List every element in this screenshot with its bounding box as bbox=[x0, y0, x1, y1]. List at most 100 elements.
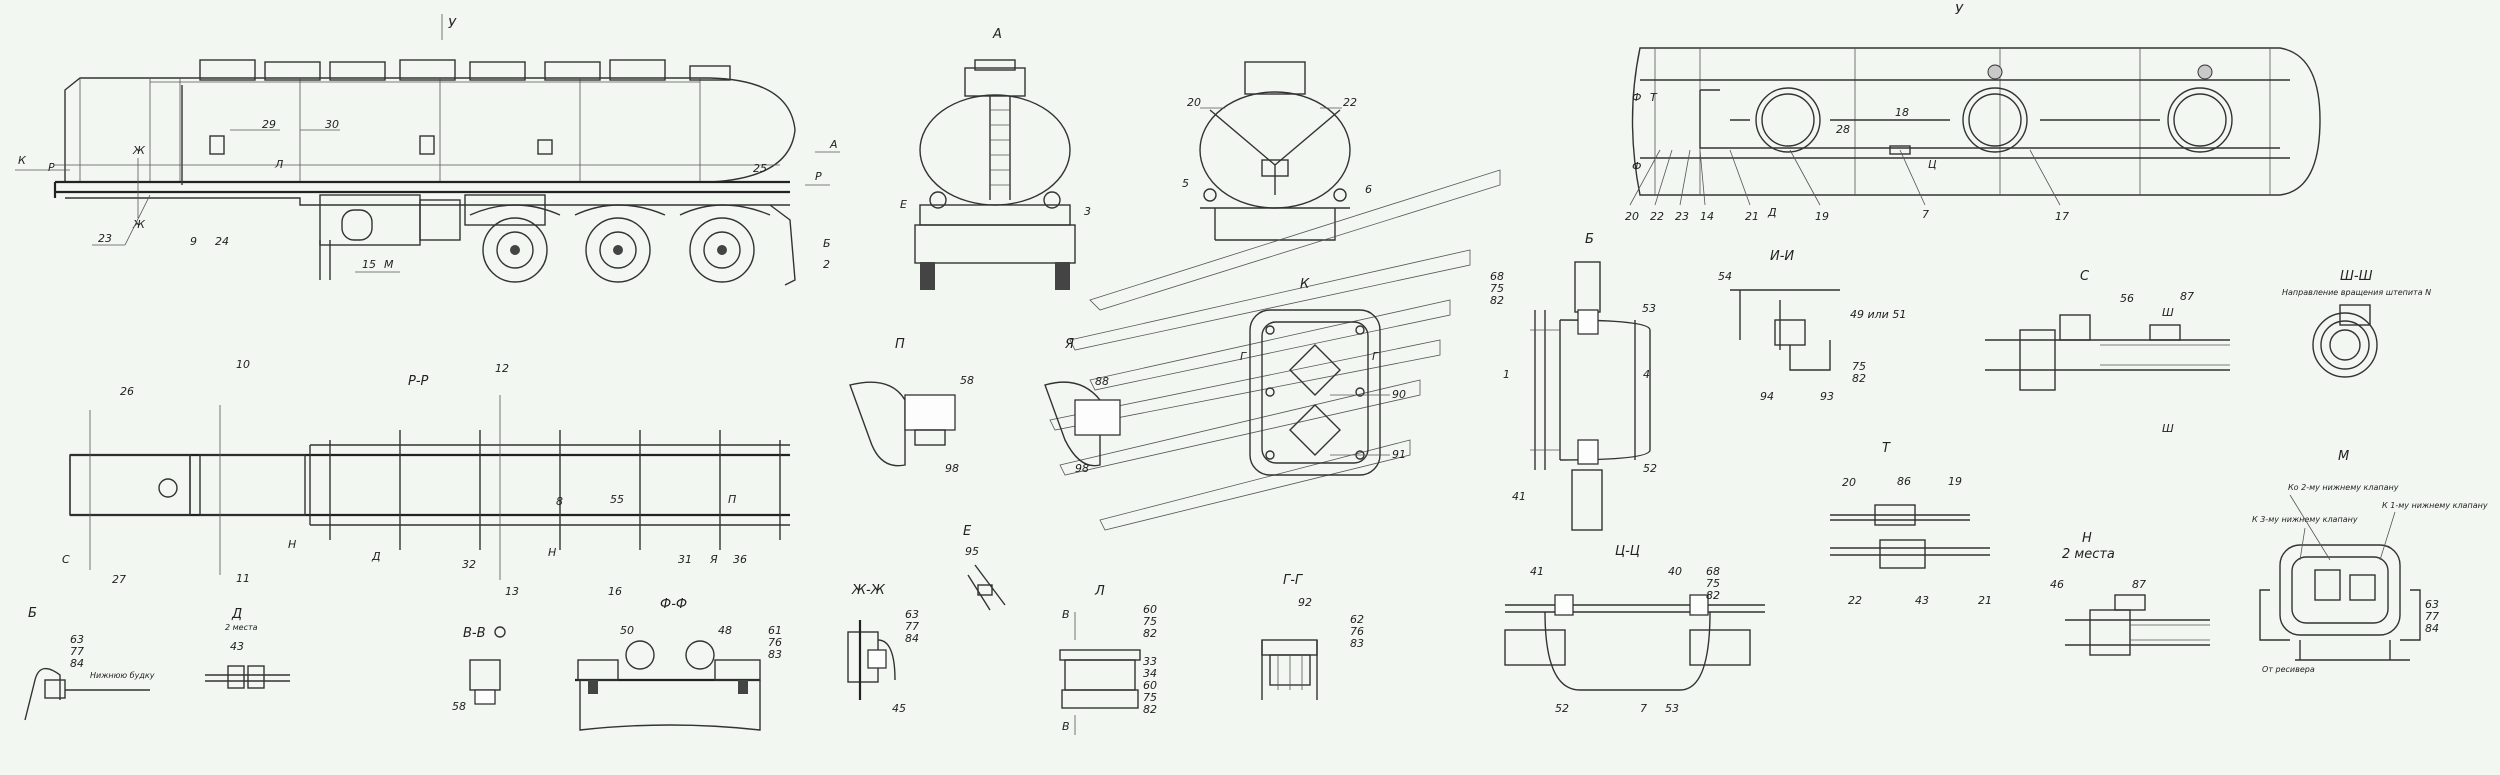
callout: 49 или 51 bbox=[1850, 308, 1906, 321]
callout: 83 bbox=[768, 648, 782, 661]
callout: 20 bbox=[1625, 210, 1639, 223]
view-shsh: Ш-Ш Направление вращения штепита N bbox=[2282, 269, 2431, 378]
view-title-ii: И-И bbox=[1770, 249, 1794, 264]
view-title-tsts: Ц-Ц bbox=[1615, 544, 1640, 559]
callout: 84 bbox=[2425, 622, 2439, 635]
view-ya-k: Я 88 98 К Г Г 90 91 bbox=[1044, 169, 1501, 531]
callout: 21 bbox=[1978, 594, 1992, 607]
callout: 43 bbox=[230, 640, 244, 653]
view-l: Л В 60 75 82 33 34 60 75 82 В bbox=[1059, 584, 1157, 735]
callout: 9 bbox=[190, 235, 197, 248]
callout: 17 bbox=[2055, 210, 2069, 223]
callout: Ф bbox=[1632, 91, 1641, 104]
callout: 20 bbox=[1842, 476, 1856, 489]
callout: 95 bbox=[965, 545, 979, 558]
callout: 88 bbox=[1095, 375, 1109, 388]
callout: 75 bbox=[1143, 691, 1157, 704]
callout: 82 bbox=[1852, 372, 1866, 385]
callout: 32 bbox=[462, 558, 476, 571]
callout: 58 bbox=[960, 374, 974, 387]
callout: 93 bbox=[1820, 390, 1834, 403]
callout: 27 bbox=[112, 573, 126, 586]
view-n: Н 2 места 46 87 bbox=[2050, 531, 2210, 656]
callout: 82 bbox=[1143, 627, 1157, 640]
view-e: Е 95 bbox=[963, 524, 1006, 611]
callout: 23 bbox=[1675, 210, 1689, 223]
callout: Г bbox=[1372, 350, 1379, 363]
view-title-shsh: Ш-Ш bbox=[2340, 269, 2373, 284]
view-n-sub: 2 места bbox=[2062, 547, 2115, 562]
callout: 10 bbox=[236, 358, 250, 371]
callout: 84 bbox=[70, 657, 84, 670]
view-title-u2: У bbox=[1955, 3, 1964, 18]
callout: 87 bbox=[2180, 290, 2194, 303]
callout: 83 bbox=[1350, 637, 1364, 650]
callout: 48 bbox=[718, 624, 732, 637]
callout: Л bbox=[274, 158, 283, 171]
callout: Д bbox=[1767, 206, 1777, 219]
callout: 8 bbox=[556, 495, 563, 508]
callout: 60 bbox=[1143, 603, 1157, 616]
view-title-l: Л bbox=[1094, 584, 1105, 599]
view-title-gg: Г-Г bbox=[1283, 573, 1304, 588]
callout: 77 bbox=[2425, 610, 2439, 623]
callout: 53 bbox=[1665, 702, 1679, 715]
callout: 13 bbox=[505, 585, 519, 598]
callout: 68 bbox=[1706, 565, 1720, 578]
callout: 22 bbox=[1343, 96, 1357, 109]
view-p: П 58 98 bbox=[849, 337, 974, 475]
callout: М bbox=[384, 258, 394, 271]
view-title-m: М bbox=[2338, 449, 2349, 464]
callout: 29 bbox=[262, 118, 276, 131]
view-title-pp: Р-Р bbox=[408, 374, 429, 389]
callout: 16 bbox=[608, 585, 622, 598]
view-title-b2: Б bbox=[28, 606, 37, 621]
callout: 22 bbox=[1650, 210, 1664, 223]
callout: 54 bbox=[1718, 270, 1732, 283]
callout: 11 bbox=[236, 572, 250, 585]
callout: Н bbox=[548, 546, 556, 559]
callout: 6 bbox=[1365, 183, 1372, 196]
view-ii: И-И 54 49 или 51 75 82 94 93 bbox=[1718, 249, 1906, 403]
callout: 77 bbox=[70, 645, 84, 658]
callout: Р bbox=[815, 170, 822, 183]
callout: 24 bbox=[215, 235, 229, 248]
callout: 75 bbox=[1706, 577, 1720, 590]
callout: Д bbox=[371, 550, 381, 563]
callout: 34 bbox=[1143, 667, 1157, 680]
callout: 12 bbox=[495, 362, 509, 375]
callout: Ш bbox=[2162, 422, 2174, 435]
tank-body bbox=[64, 77, 796, 183]
callout: В bbox=[1062, 720, 1070, 733]
view-b: Б 68 75 82 53 1 4 52 41 bbox=[1490, 232, 1657, 531]
callout: 92 bbox=[1298, 596, 1312, 609]
callout: 53 bbox=[1642, 302, 1656, 315]
callout: 23 bbox=[98, 232, 112, 245]
view-title-k: К bbox=[1300, 277, 1310, 292]
view-title-d: Д bbox=[231, 607, 242, 622]
view-s: С 56 87 Ш Ш bbox=[1985, 269, 2230, 435]
callout: 43 bbox=[1915, 594, 1929, 607]
callout: 63 bbox=[905, 608, 919, 621]
view-title-ff: Ф-Ф bbox=[660, 597, 687, 612]
view-u: У Ф Т Ф 18 28 Ц 20 22 23 14 21 Д 19 7 17 bbox=[1625, 3, 2321, 223]
view-a-section: 20 22 5 6 bbox=[1182, 61, 1372, 241]
m-note4: От ресивера bbox=[2262, 665, 2315, 674]
callout: 82 bbox=[1706, 589, 1720, 602]
callout: 52 bbox=[1555, 702, 1569, 715]
callout: 82 bbox=[1490, 294, 1504, 307]
callout: 55 bbox=[610, 493, 624, 506]
callout: Т bbox=[1650, 91, 1658, 104]
view-title-a: А bbox=[992, 27, 1002, 42]
callout: 82 bbox=[1143, 703, 1157, 716]
callout: 56 bbox=[2120, 292, 2134, 305]
callout: 7 bbox=[1640, 702, 1647, 715]
callout: 52 bbox=[1643, 462, 1657, 475]
callout: 84 bbox=[905, 632, 919, 645]
view-tsts: Ц-Ц 41 40 68 75 82 52 7 53 bbox=[1504, 544, 1765, 715]
callout: 86 bbox=[1897, 475, 1911, 488]
callout: 41 bbox=[1530, 565, 1544, 578]
callout: Н bbox=[288, 538, 296, 551]
callout: 76 bbox=[1350, 625, 1364, 638]
